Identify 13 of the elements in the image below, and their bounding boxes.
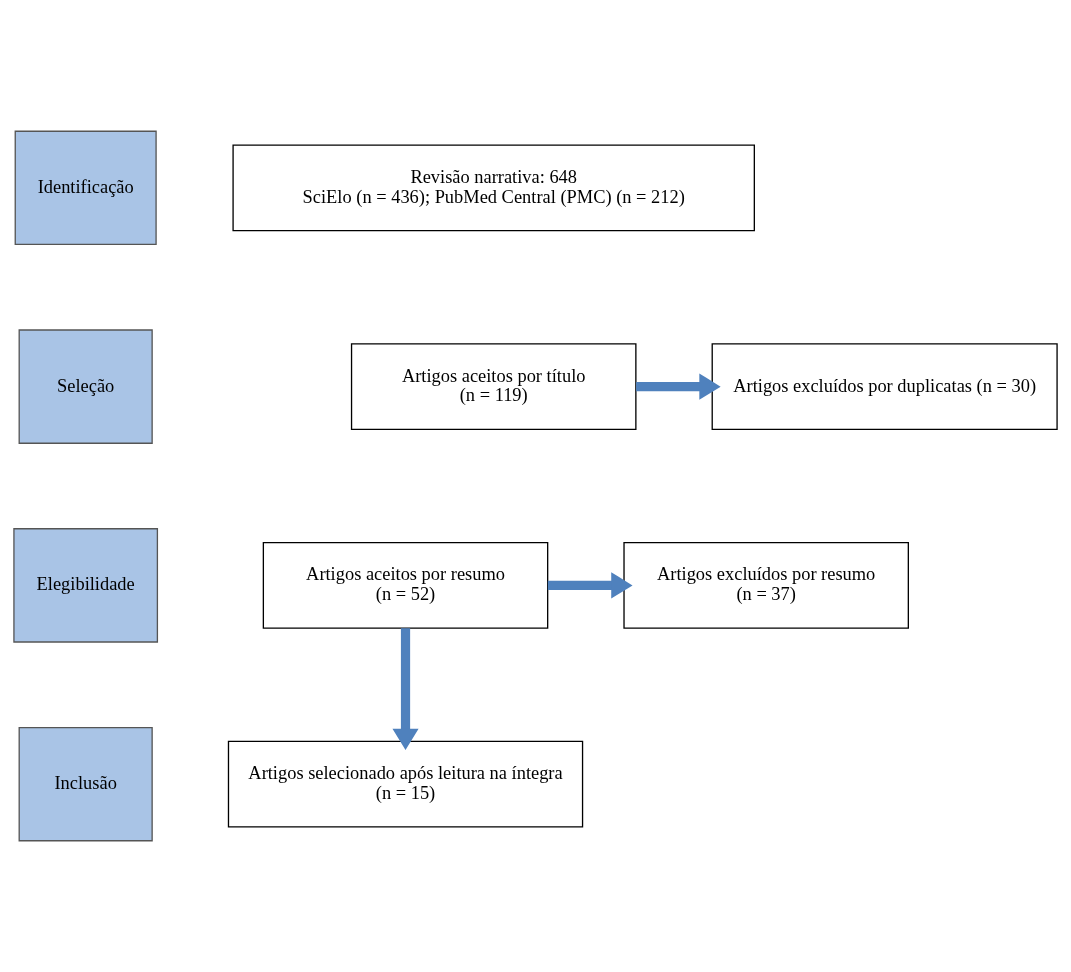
node-box: Elegibilidade (13, 528, 159, 643)
node-box: Revisão narrativa: 648 SciElo (n = 436); PubMed Central (PMC) (n = 212) (232, 144, 755, 232)
node-box: Seleção (18, 329, 153, 444)
node-box: Artigos excluídos por duplicatas (n = 30) (711, 343, 1058, 431)
arrow (547, 572, 633, 599)
node-box: Artigos excluídos por resumo (n = 37) (623, 541, 909, 629)
node-box: Artigos aceitos por resumo (n = 52) (262, 541, 549, 629)
arrow (636, 373, 721, 400)
arrow (392, 628, 419, 751)
node-box: Artigos aceitos por título (n = 119) (350, 343, 637, 431)
node-box: Identificação (14, 130, 157, 246)
node-box: Inclusão (18, 726, 153, 842)
node-box: Artigos selecionado após leitura na íntegra (n = 15) (227, 740, 584, 828)
